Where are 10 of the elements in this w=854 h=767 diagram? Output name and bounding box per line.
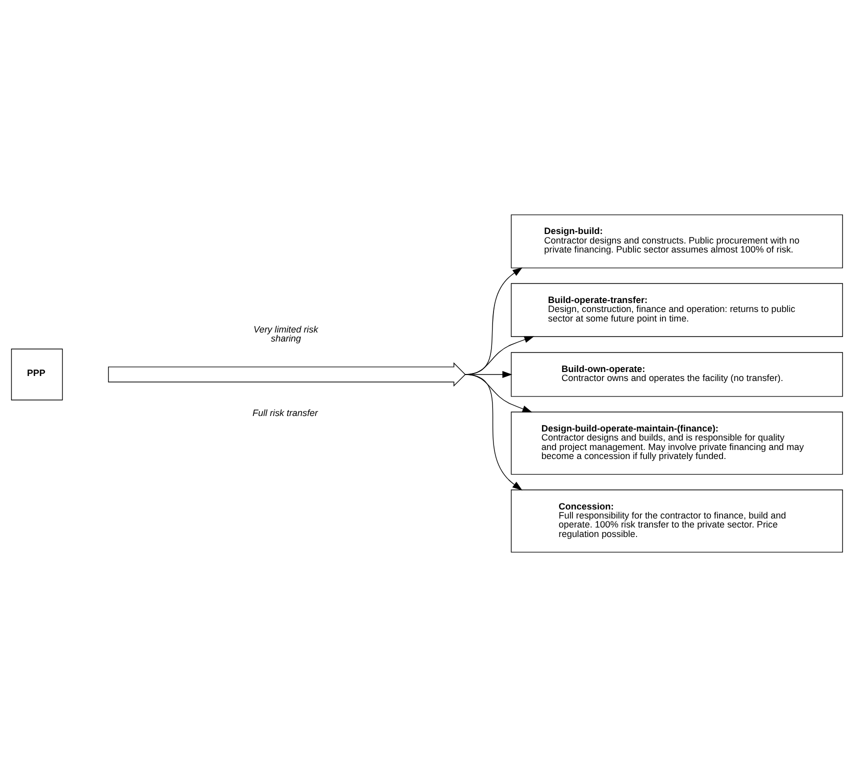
node-box: Design-build: Contractor designs and constructs. Public procurement with no private financing. Public sector assumes almost 100% of risk. [510, 214, 843, 268]
node-box: Design-build-operate-maintain-(finance): Contractor designs and builds, and is responsible for quality and project management. May involve private financing and may become a concession if fully privately funded. [510, 412, 843, 475]
node-label: Very limited risk sharing [254, 324, 318, 344]
node-box: Build-operate-transfer: Design, construction, finance and operation: returns to public sector at some future point in time. [510, 283, 843, 337]
node-box: Build-own-operate: Contractor owns and operates the facility (no transfer). [510, 352, 843, 397]
node-box: Concession: Full responsibility for the contractor to finance, build and operate. 100% risk transfer to the private sector. Price regulation possible. [510, 490, 843, 553]
arrow [464, 374, 522, 490]
node-label: Full risk transfer [252, 408, 318, 418]
node-box: PPP [11, 348, 63, 400]
node-arrow [108, 362, 466, 387]
